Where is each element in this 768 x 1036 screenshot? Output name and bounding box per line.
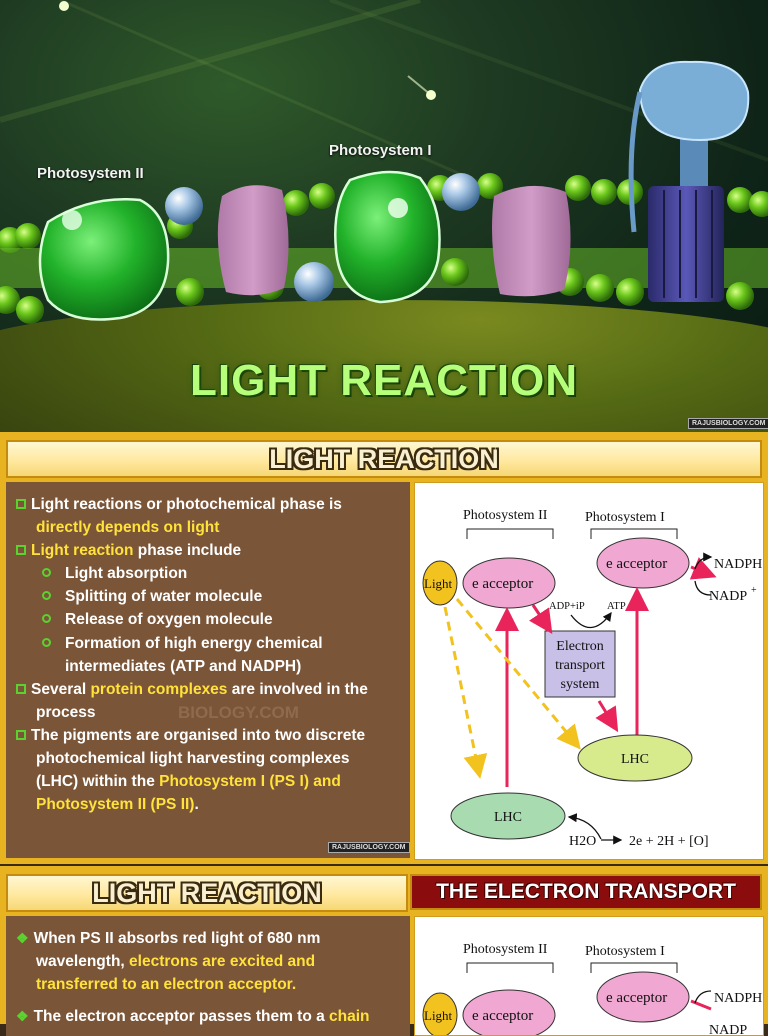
square-bullet-icon — [16, 730, 26, 740]
slide3-title-bar: LIGHT REACTION — [6, 874, 408, 912]
slide3-bullet-1-line3: transferred to an electron acceptor. — [36, 976, 297, 993]
ps2-label: Photosystem II — [463, 508, 548, 523]
atp-text: ATP — [607, 601, 626, 612]
photosystem-i-complex — [334, 170, 441, 304]
nadph-text: NADPH — [714, 991, 762, 1006]
lhc-ps1 — [577, 734, 693, 782]
bullet-3: Several protein complexes are involved i… — [16, 678, 368, 701]
circle-bullet-icon — [42, 591, 51, 600]
light-reaction-diagram: Photosystem II Photosystem I Light e acc… — [414, 482, 764, 860]
adp-text: ADP+iP — [549, 601, 585, 612]
square-bullet-icon — [16, 499, 26, 509]
square-bullet-icon — [16, 545, 26, 555]
reductase-complex — [492, 185, 571, 297]
sub-bullet-4-cont: intermediates (ATP and NADPH) — [65, 658, 302, 675]
diamond-bullet-icon: ❖ — [16, 930, 29, 946]
ps1-label: Photosystem I — [585, 944, 665, 959]
circle-bullet-icon — [42, 568, 51, 577]
hero-watermark: RAJUSBIOLOGY.COM — [688, 418, 768, 429]
ps2-acceptor-text: e acceptor — [472, 1008, 533, 1024]
nadp-text: NADP — [709, 1023, 747, 1036]
bullet-text-panel: Light reactions or photochemical phase i… — [6, 482, 410, 858]
plastocyanin-ball — [294, 262, 334, 302]
circle-bullet-icon — [42, 638, 51, 647]
electron-transport-title: THE ELECTRON TRANSPORT — [436, 880, 736, 903]
lhc-ps2-text: LHC — [494, 810, 522, 825]
bullet-3-cont: process — [36, 704, 96, 721]
slide2-watermark: RAJUSBIOLOGY.COM — [328, 842, 410, 853]
photosystem-ii-complex — [38, 198, 170, 321]
nadp-superscript: + — [751, 585, 757, 596]
cytochrome-complex — [217, 185, 289, 296]
electron-transport-system-box — [544, 630, 616, 698]
stroma-ground — [0, 300, 768, 432]
ets-line2: transport — [555, 658, 605, 673]
ets-line1: Electron — [556, 639, 603, 654]
bullet-1: Light reactions or photochemical phase i… — [16, 493, 342, 516]
plastoquinone-ball — [165, 187, 203, 225]
atp-synthase-head — [638, 60, 750, 142]
slide3-text-panel: ❖When PS II absorbs red light of 680 nm … — [6, 916, 410, 1036]
label-photosystem-ii: Photosystem II — [37, 165, 144, 182]
ps1-acceptor — [596, 971, 690, 1023]
ps1-acceptor-text: e acceptor — [606, 990, 667, 1006]
bullet-1-highlight: directly depends on light — [36, 519, 220, 536]
sub-bullet-3: Release of oxygen molecule — [42, 608, 273, 631]
label-photosystem-i: Photosystem I — [329, 142, 432, 159]
slide3-bullet-1: ❖When PS II absorbs red light of 680 nm — [16, 927, 320, 950]
hero-title: LIGHT REACTION — [190, 356, 578, 405]
bullet-4: The pigments are organised into two disc… — [16, 724, 365, 747]
slide-light-reaction-overview: LIGHT REACTION Light reactions or photoc… — [0, 432, 768, 864]
slide-electron-transport: LIGHT REACTION THE ELECTRON TRANSPORT ❖W… — [0, 866, 768, 1036]
slide-title: LIGHT REACTION — [269, 444, 499, 474]
slide3-title: LIGHT REACTION — [92, 878, 322, 908]
slide3-bullet-2: ❖The electron acceptor passes them to a … — [16, 1005, 370, 1028]
diagram-svg: Photosystem II Photosystem I Light e acc… — [422, 508, 762, 849]
ps1-acceptor-text: e acceptor — [606, 556, 667, 572]
bullet-4-line3: (LHC) within the Photosystem I (PS I) an… — [36, 773, 341, 790]
sub-bullet-2: Splitting of water molecule — [42, 585, 262, 608]
ps1-label: Photosystem I — [585, 510, 665, 525]
diamond-bullet-icon: ❖ — [16, 1008, 29, 1024]
ps2-acceptor-text: e acceptor — [472, 576, 533, 592]
light-source — [422, 560, 458, 606]
hero-slide: Photosystem II Photosystem I LIGHT REACT… — [0, 0, 768, 432]
nadp-text: NADP — [709, 589, 747, 604]
bullet-4-line4: Photosystem II (PS II). — [36, 796, 199, 813]
circle-bullet-icon — [42, 614, 51, 623]
lhc-ps1-text: LHC — [621, 752, 649, 767]
atp-synthase-base — [648, 186, 724, 302]
square-bullet-icon — [16, 684, 26, 694]
slide3-bullet-1-line2: wavelength, electrons are excited and — [36, 953, 316, 970]
light-text: Light — [424, 576, 453, 591]
water-text: H2O — [569, 834, 596, 849]
nadph-text: NADPH — [714, 557, 762, 572]
electron-transport-diagram: Photosystem II Photosystem I Light e acc… — [414, 916, 764, 1036]
ps2-label: Photosystem II — [463, 942, 548, 957]
thylakoid-membrane-illustration — [0, 0, 768, 324]
ferredoxin-ball — [442, 173, 480, 211]
light-text: Light — [424, 1008, 453, 1023]
electron-transport-title-bar: THE ELECTRON TRANSPORT — [410, 874, 762, 910]
lhc-ps2 — [450, 792, 566, 840]
sub-bullet-1: Light absorption — [42, 562, 187, 585]
slide-title-bar: LIGHT REACTION — [6, 440, 762, 478]
bullet-2: Light reaction phase include — [16, 539, 241, 562]
ets-line3: system — [561, 677, 600, 692]
faded-watermark: BIOLOGY.COM — [178, 703, 299, 722]
water-products-text: 2e + 2H + [O] — [629, 834, 709, 849]
bullet-4-line2: photochemical light harvesting complexes — [36, 750, 350, 767]
sub-bullet-4: Formation of high energy chemical — [42, 632, 323, 655]
